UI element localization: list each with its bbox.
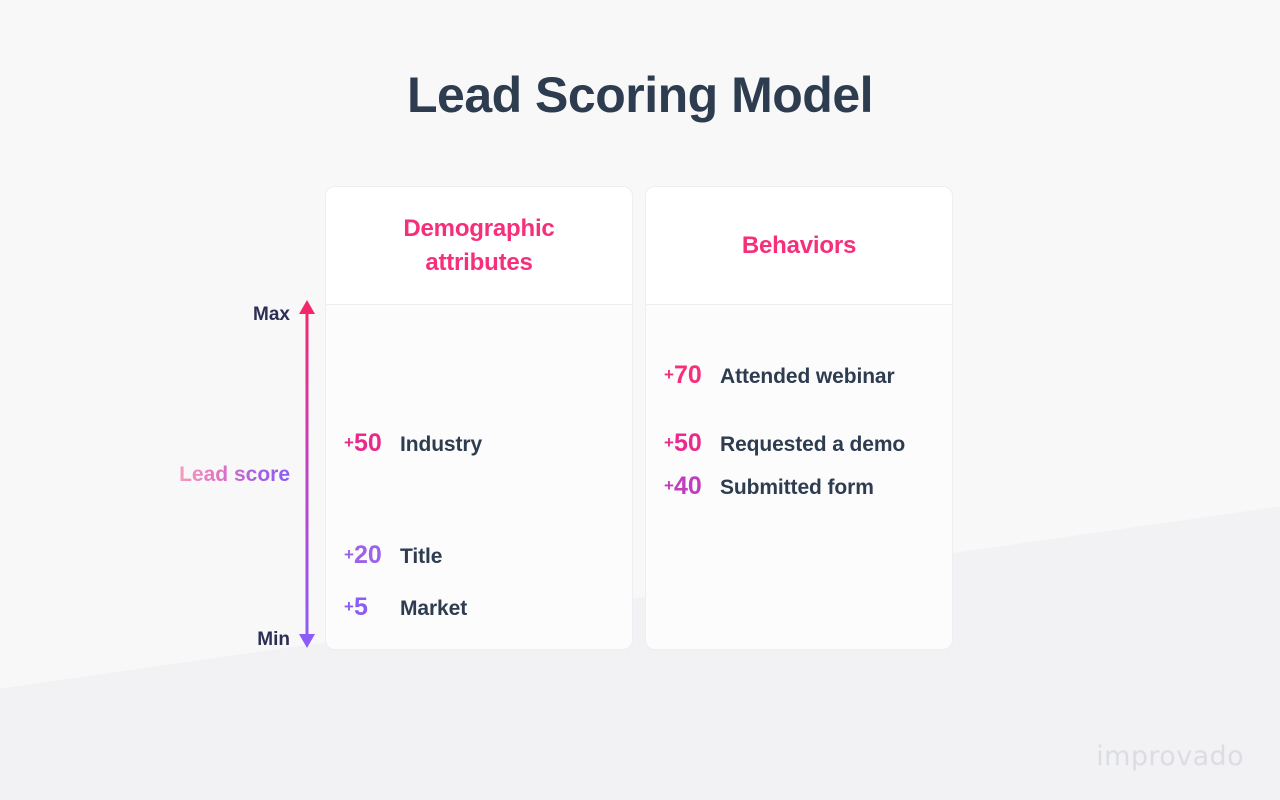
axis-min-label: Min (257, 629, 290, 650)
score-value-submitted-form: +40 (664, 472, 702, 500)
card-demographic-attributes: Demographic attributes +50 Industry +20 … (325, 186, 633, 650)
score-label-submitted-form: Submitted form (720, 476, 874, 499)
card-behaviors: Behaviors +70 Attended webinar +50 Reque… (645, 186, 953, 650)
score-label-requested-demo: Requested a demo (720, 433, 906, 456)
score-columns: Demographic attributes +50 Industry +20 … (325, 186, 953, 650)
list-item: +5 Market (344, 595, 467, 620)
axis-max-label: Max (253, 304, 290, 325)
score-value-requested-demo: +50 (664, 429, 702, 457)
score-label-industry: Industry (400, 433, 483, 456)
score-label-market: Market (400, 597, 468, 620)
card-body-behaviors: +70 Attended webinar +50 Requested a dem… (646, 305, 952, 649)
page-title: Lead Scoring Model (406, 67, 874, 123)
card-title-demographic: Demographic attributes (403, 215, 555, 276)
card-header-behaviors: Behaviors (646, 187, 952, 305)
card-body-demographic: +50 Industry +20 Title +5 Market (326, 305, 632, 649)
card-header-demographic: Demographic attributes (326, 187, 632, 305)
improvado-watermark: improvado (1096, 741, 1244, 772)
double-arrow-icon (299, 300, 315, 648)
axis-score-label: Lead score (179, 463, 290, 486)
lead-score-axis: Max Min Lead score (160, 300, 318, 652)
list-item: +40 Submitted form (664, 474, 874, 499)
score-label-title: Title (400, 545, 443, 568)
score-label-attended-webinar: Attended webinar (720, 365, 895, 388)
score-value-title: +20 (344, 541, 382, 569)
score-value-industry: +50 (344, 429, 382, 457)
list-item: +50 Industry (344, 431, 482, 456)
list-item: +70 Attended webinar (664, 363, 895, 388)
list-item: +50 Requested a demo (664, 431, 905, 456)
score-value-attended-webinar: +70 (664, 361, 702, 389)
card-title-behaviors: Behaviors (741, 231, 857, 259)
score-value-market: +5 (344, 593, 368, 621)
list-item: +20 Title (344, 543, 442, 568)
